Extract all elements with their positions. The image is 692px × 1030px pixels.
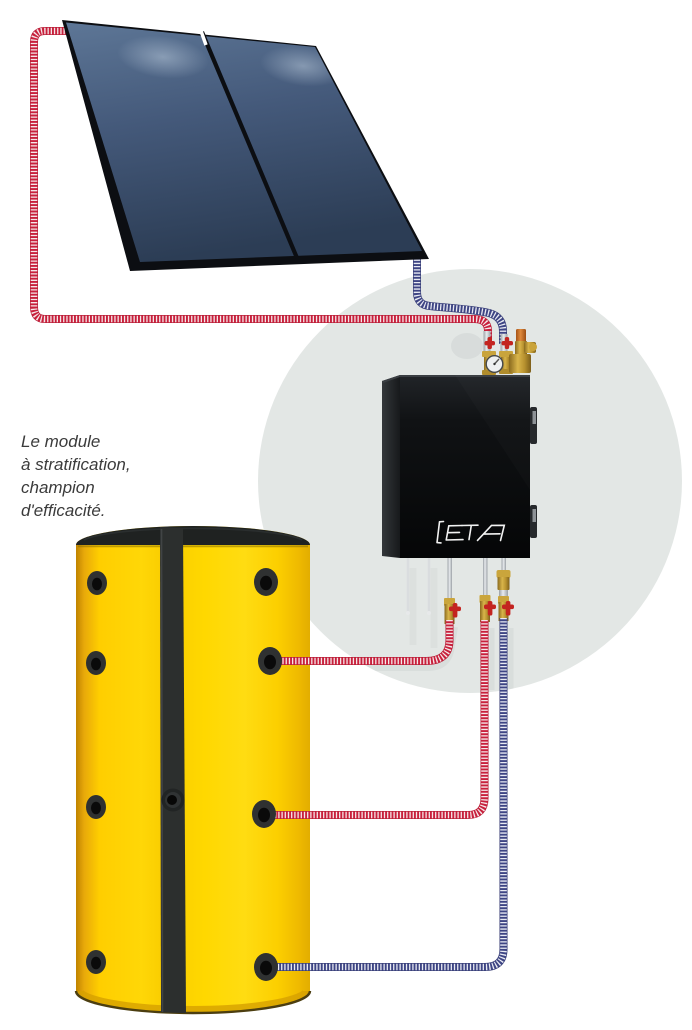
svg-text:d'efficacité.: d'efficacité. [21,501,106,520]
svg-text:champion: champion [21,478,95,497]
svg-text:Le module: Le module [21,432,100,451]
svg-text:à stratification,: à stratification, [21,455,131,474]
